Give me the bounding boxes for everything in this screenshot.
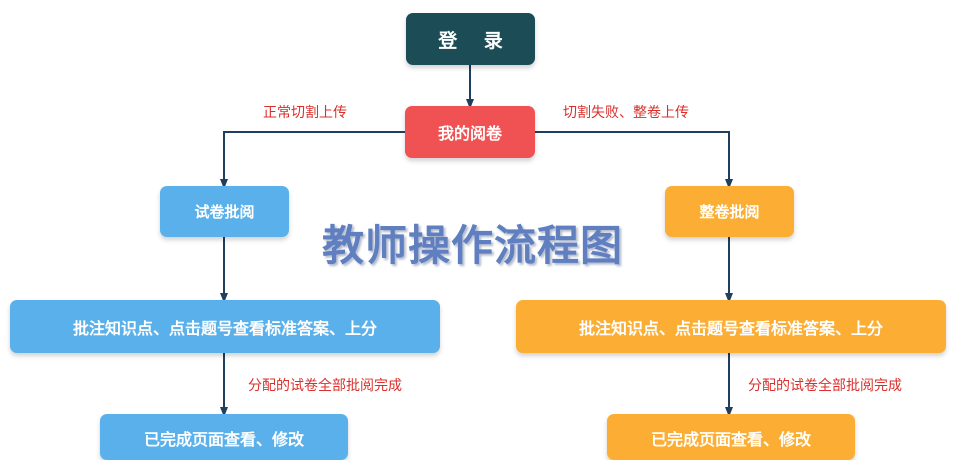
left-step-node: 批注知识点、点击题号查看标准答案、上分 [10, 300, 440, 353]
normal-upload-label: 正常切割上传 [263, 105, 347, 121]
edge-myreview-to-wholereview [535, 131, 733, 189]
edge-myreview-to-paperreview [220, 131, 405, 189]
whole-review-node: 整卷批阅 [665, 186, 794, 237]
login-node: 登 录 [406, 13, 535, 65]
right-step-node: 批注知识点、点击题号查看标准答案、上分 [516, 300, 946, 353]
right-done-node: 已完成页面查看、修改 [607, 414, 855, 460]
right-complete-label: 分配的试卷全部批阅完成 [748, 378, 902, 394]
left-done-node: 已完成页面查看、修改 [100, 414, 348, 460]
left-complete-label: 分配的试卷全部批阅完成 [248, 378, 402, 394]
my-review-node: 我的阅卷 [405, 106, 535, 158]
connector-lines [220, 65, 733, 417]
paper-review-node: 试卷批阅 [160, 186, 289, 237]
failed-upload-label: 切割失败、整卷上传 [563, 105, 689, 121]
diagram-title: 教师操作流程图 [322, 221, 624, 270]
